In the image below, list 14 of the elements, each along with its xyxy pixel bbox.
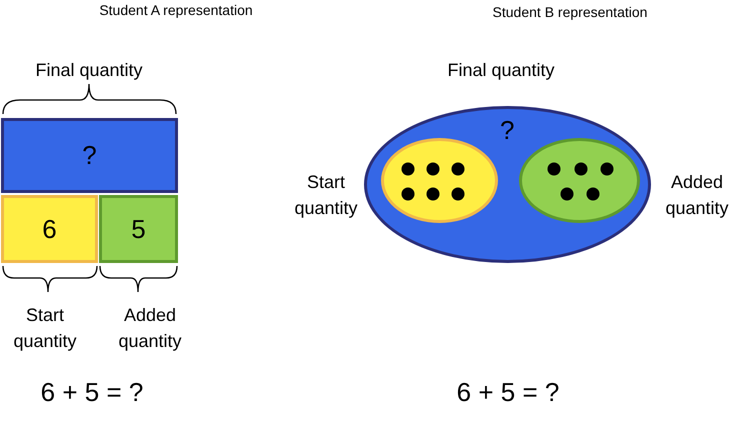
equation-text: 6 + 5 = ? bbox=[40, 376, 144, 409]
quantity-label: Added quantity bbox=[117, 304, 183, 354]
bar-segment: 5 bbox=[99, 195, 178, 263]
panel-title: Student A representation bbox=[98, 1, 254, 20]
equation-text: 6 + 5 = ? bbox=[456, 376, 560, 409]
unknown-total-text: ? bbox=[500, 115, 514, 146]
quantity-label: Start quantity bbox=[12, 304, 78, 354]
panel-title: Student B representation bbox=[492, 3, 648, 22]
quantity-label: Final quantity bbox=[34, 59, 144, 82]
quantity-label: Start quantity bbox=[293, 171, 359, 220]
bar-segment: ? bbox=[1, 118, 178, 193]
quantity-label: Final quantity bbox=[446, 59, 556, 82]
quantity-label: Added quantity bbox=[664, 171, 730, 220]
bar-segment: 6 bbox=[1, 195, 98, 263]
